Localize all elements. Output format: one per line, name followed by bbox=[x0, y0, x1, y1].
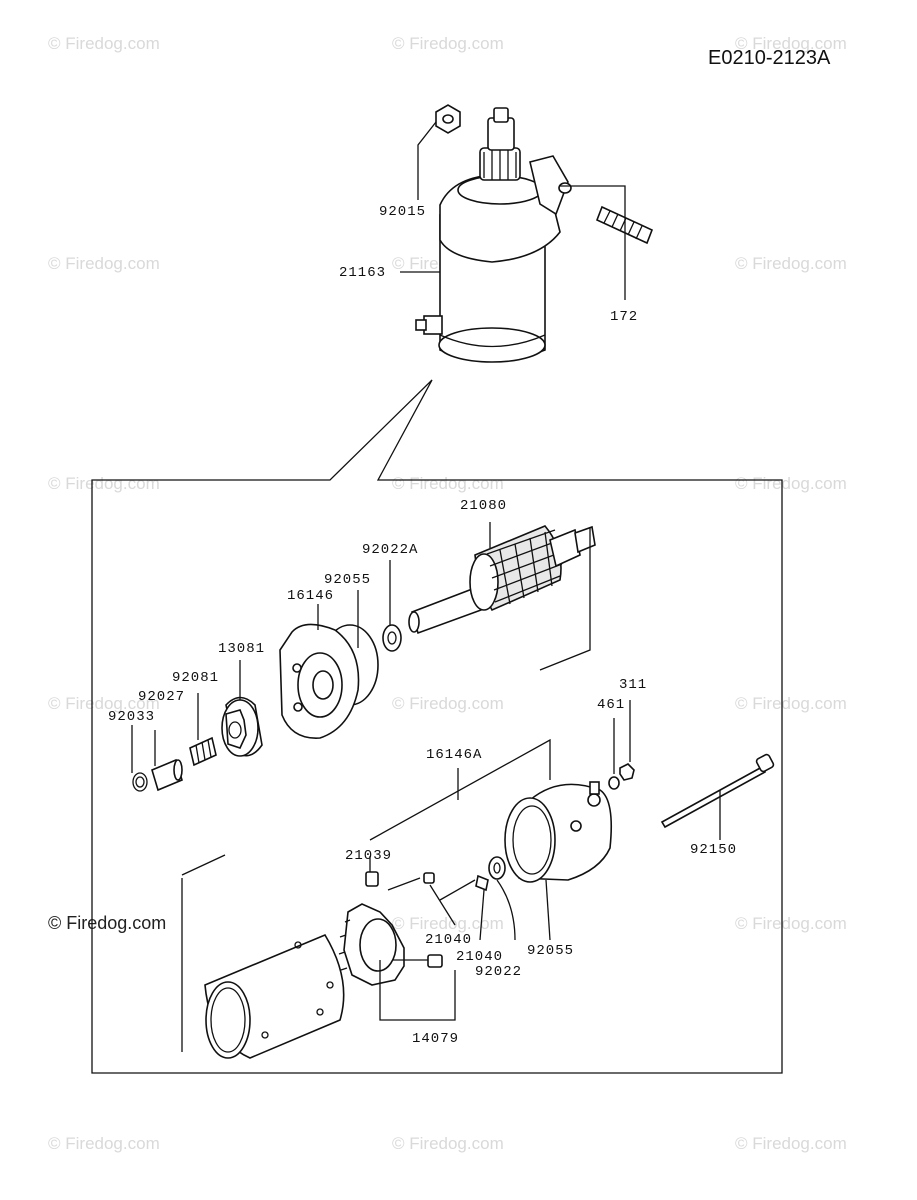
watermark-dark: © Firedog.com bbox=[48, 913, 167, 933]
watermark: © Firedog.com bbox=[48, 474, 160, 493]
part-label: 92022A bbox=[362, 542, 419, 558]
brush-plate bbox=[338, 871, 489, 986]
part-label: 311 bbox=[619, 677, 648, 693]
watermark: © Firedog.com bbox=[735, 254, 847, 273]
part-label: 92015 bbox=[379, 204, 427, 220]
watermark: © Firedog.com bbox=[735, 1134, 847, 1153]
pinion-assembly bbox=[132, 696, 263, 792]
part-label: 92055 bbox=[527, 943, 575, 959]
part-label: 92027 bbox=[138, 689, 186, 705]
part-label: 461 bbox=[597, 697, 626, 713]
watermark: © Firedog.com bbox=[48, 694, 160, 713]
watermark: © Firedog.com bbox=[48, 1134, 160, 1153]
watermark: © Firedog.com bbox=[392, 694, 504, 713]
end-cover bbox=[279, 623, 379, 739]
watermark: © Firedog.com bbox=[735, 474, 847, 493]
armature bbox=[408, 525, 596, 635]
starter-assembly bbox=[415, 104, 654, 363]
part-label: 21163 bbox=[339, 265, 387, 281]
part-label: 13081 bbox=[218, 641, 266, 657]
watermark: © Firedog.com bbox=[392, 914, 504, 933]
part-label: 172 bbox=[610, 309, 639, 325]
part-label: 16146A bbox=[426, 747, 483, 763]
watermark: © Firedog.com bbox=[392, 1134, 504, 1153]
rear-bracket bbox=[504, 781, 613, 883]
part-label: 21080 bbox=[460, 498, 508, 514]
part-label: 92055 bbox=[324, 572, 372, 588]
watermark: © Firedog.com bbox=[735, 914, 847, 933]
watermark: © Firedog.com bbox=[735, 694, 847, 713]
part-label: 21040 bbox=[456, 949, 504, 965]
part-label: 92150 bbox=[690, 842, 738, 858]
yoke bbox=[204, 933, 345, 1059]
part-label: 21039 bbox=[345, 848, 393, 864]
part-label: 16146 bbox=[287, 588, 335, 604]
part-label: 92033 bbox=[108, 709, 156, 725]
washer-92022A bbox=[382, 624, 402, 652]
part-label: 21040 bbox=[425, 932, 473, 948]
part-label: 92081 bbox=[172, 670, 220, 686]
watermark: © Firedog.com bbox=[48, 254, 160, 273]
watermark: © Firedog.com bbox=[392, 34, 504, 53]
diagram-code: E0210-2123A bbox=[708, 47, 831, 69]
part-label: 14079 bbox=[412, 1031, 460, 1047]
part-label: 92022 bbox=[475, 964, 523, 980]
watermark: © Firedog.com bbox=[735, 34, 847, 53]
watermark: © Firedog.com bbox=[392, 474, 504, 493]
watermark: © Firedog.com bbox=[48, 34, 160, 53]
